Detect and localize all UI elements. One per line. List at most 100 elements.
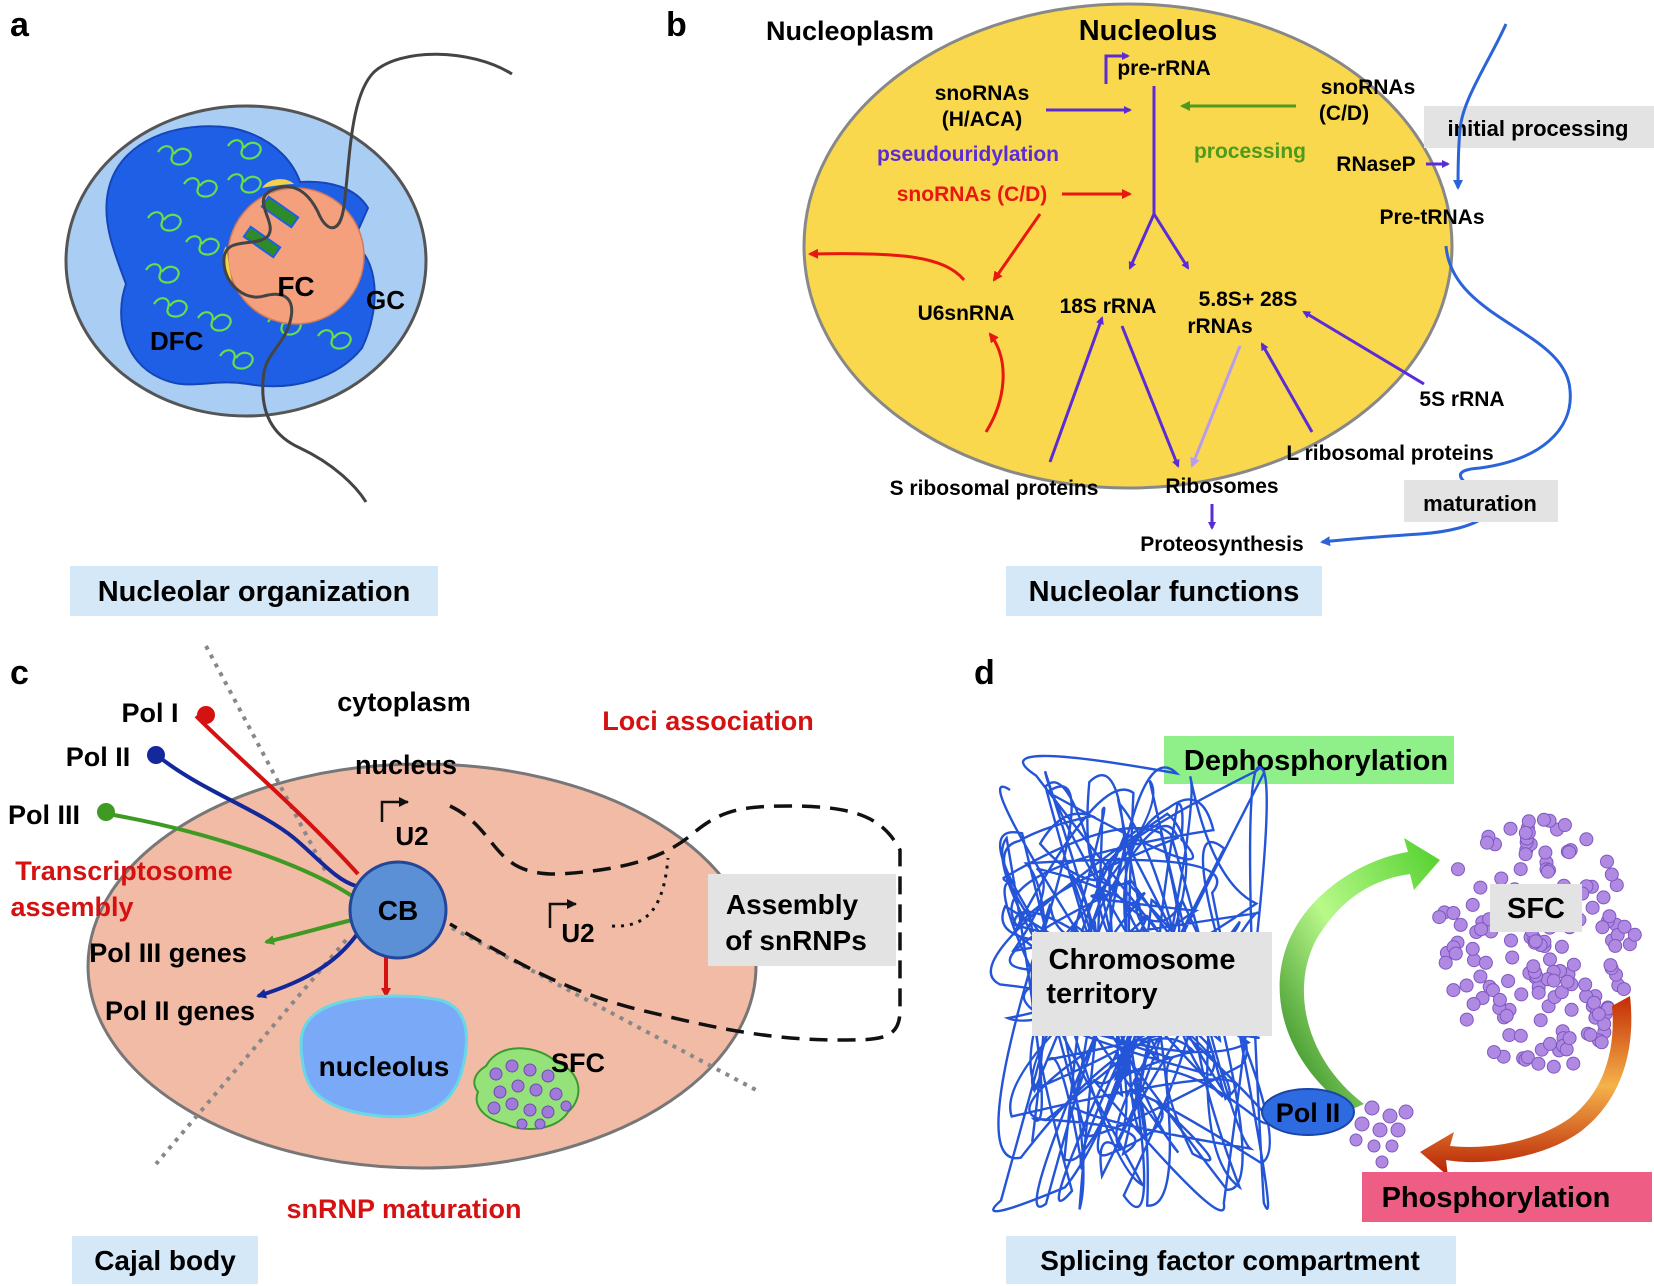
label-5s-rrna: 5S rRNA	[1419, 388, 1504, 411]
box-chromosome-territory	[1032, 932, 1272, 1036]
speckle-dot	[1596, 890, 1611, 905]
pol3-dot	[97, 803, 115, 821]
speckle-dot	[1578, 977, 1593, 992]
speckle-dot	[1566, 957, 1581, 972]
speckle-dot	[1526, 959, 1541, 974]
speckle-dot	[1513, 1028, 1528, 1043]
label-chromosome-1: Chromosome	[1049, 944, 1236, 976]
speckle-dot	[1474, 922, 1489, 937]
sfc-speckle-cluster	[1432, 812, 1642, 1074]
speckle-dot	[1466, 997, 1481, 1011]
label-nucleoplasm: Nucleoplasm	[766, 16, 934, 46]
speckle-dot	[1538, 845, 1553, 860]
speckle-dot	[1505, 950, 1520, 965]
arrow-l-ribosomal	[1260, 342, 1314, 433]
label-cb: CB	[378, 895, 418, 926]
speckle-dot	[1564, 1002, 1579, 1017]
u2-promoter-bottom	[548, 899, 577, 928]
caption-box-c	[72, 1236, 258, 1284]
label-pol1: Pol I	[121, 698, 178, 728]
label-fc: FC	[277, 271, 314, 302]
label-snrnp-maturation: snRNP maturation	[286, 1194, 521, 1224]
speckle-dot	[1448, 946, 1463, 961]
speckle-dot	[1533, 1013, 1548, 1028]
panel-b: b Nucleoplasm Nucleolus pre-rRNA snoRNAs…	[666, 2, 1654, 616]
box-maturation	[1404, 480, 1558, 522]
label-rnasep: RNaseP	[1336, 153, 1415, 176]
label-gc: GC	[366, 285, 405, 315]
speckle-dot	[1473, 880, 1488, 895]
label-nucleus: nucleus	[355, 750, 457, 780]
speckle-dot	[1485, 983, 1500, 998]
pol2-speckles	[1349, 1100, 1414, 1169]
speckle-dot	[1438, 955, 1453, 970]
u2-promoter-top	[380, 797, 409, 822]
label-nucleolus: Nucleolus	[1079, 15, 1218, 47]
label-u2-bottom: U2	[561, 918, 594, 948]
arrow-u6-import	[984, 332, 1005, 433]
label-loci-association: Loci association	[602, 706, 814, 736]
label-snornas-haca-2: (H/ACA)	[942, 108, 1022, 131]
caption-box-b	[1006, 566, 1322, 616]
pol2-line	[156, 754, 357, 888]
speckle-dot	[1487, 1045, 1501, 1060]
label-dephosphorylation: Dephosphorylation	[1184, 745, 1448, 777]
label-sfc-d: SFC	[1507, 893, 1565, 925]
caption-b: Nucleolar functions	[1029, 576, 1300, 608]
speckle-dot	[1591, 1007, 1606, 1022]
speckle-dot	[1453, 917, 1468, 932]
speckle-dot	[1585, 900, 1600, 915]
caption-d: Splicing factor compartment	[1040, 1245, 1420, 1276]
label-phosphorylation: Phosphorylation	[1382, 1182, 1611, 1214]
speckle-dot	[1480, 835, 1494, 850]
label-pre-rrna: pre-rRNA	[1117, 57, 1210, 80]
speckle-dot	[1501, 974, 1516, 988]
divider-top-left	[204, 645, 328, 873]
caption-box-d	[1006, 1236, 1456, 1284]
box-assembly	[708, 874, 896, 966]
arrow-s-ribosomal	[1048, 316, 1104, 463]
nucleolus-shape	[299, 994, 468, 1119]
label-58s-28s-2: rRNAs	[1187, 315, 1252, 338]
label-assembly-1: Assembly	[726, 889, 859, 920]
speckle-dot	[1604, 867, 1619, 882]
speckle-dot	[1518, 847, 1533, 862]
label-pol2-genes: Pol II genes	[105, 996, 255, 1026]
speckle-dot	[1459, 1012, 1474, 1027]
sfc-speckles	[487, 1059, 572, 1130]
speckle-dot	[1562, 1031, 1577, 1046]
panel-c-letter: c	[10, 654, 29, 692]
label-dfc: DFC	[150, 326, 204, 356]
panel-c: c cytoplasm nucleus Loci association Pol…	[8, 645, 902, 1284]
speckle-dot	[1546, 1059, 1561, 1074]
speckle-dot	[1451, 862, 1465, 877]
speckle-dot	[1616, 982, 1631, 997]
label-snornas-cd-1: snoRNAs	[1321, 76, 1416, 99]
speckle-dot	[1478, 955, 1493, 970]
speckle-dot	[1446, 983, 1461, 998]
label-cytoplasm: cytoplasm	[337, 687, 471, 717]
chromatin-fiber	[989, 754, 1271, 1213]
label-transcriptosome-1: Transcriptosome	[15, 856, 233, 886]
speckle-dot	[1617, 919, 1632, 934]
speckle-dot	[1608, 938, 1623, 953]
speckle-dot	[1600, 854, 1614, 869]
label-snornas-cd-2: (C/D)	[1319, 102, 1369, 125]
box-phosphorylation	[1362, 1172, 1652, 1222]
speckle-dot	[1518, 825, 1533, 840]
speckle-dot	[1513, 862, 1528, 877]
speckle-dot	[1503, 821, 1518, 836]
speckle-dot	[1465, 941, 1480, 956]
label-maturation: maturation	[1423, 491, 1537, 516]
yellow-cap-top	[262, 179, 294, 188]
cajal-body	[348, 860, 448, 960]
arrow-cd-to-u6	[992, 213, 1042, 282]
arrow-18s-ribosomes	[1120, 325, 1180, 468]
speckle-dot	[1546, 973, 1561, 988]
speckle-dot	[1459, 978, 1474, 993]
arrow-28s-ribosomes	[1190, 345, 1242, 468]
label-s-ribosomal: S ribosomal proteins	[890, 477, 1099, 500]
label-pol2: Pol II	[66, 742, 131, 772]
caption-c: Cajal body	[94, 1245, 236, 1276]
